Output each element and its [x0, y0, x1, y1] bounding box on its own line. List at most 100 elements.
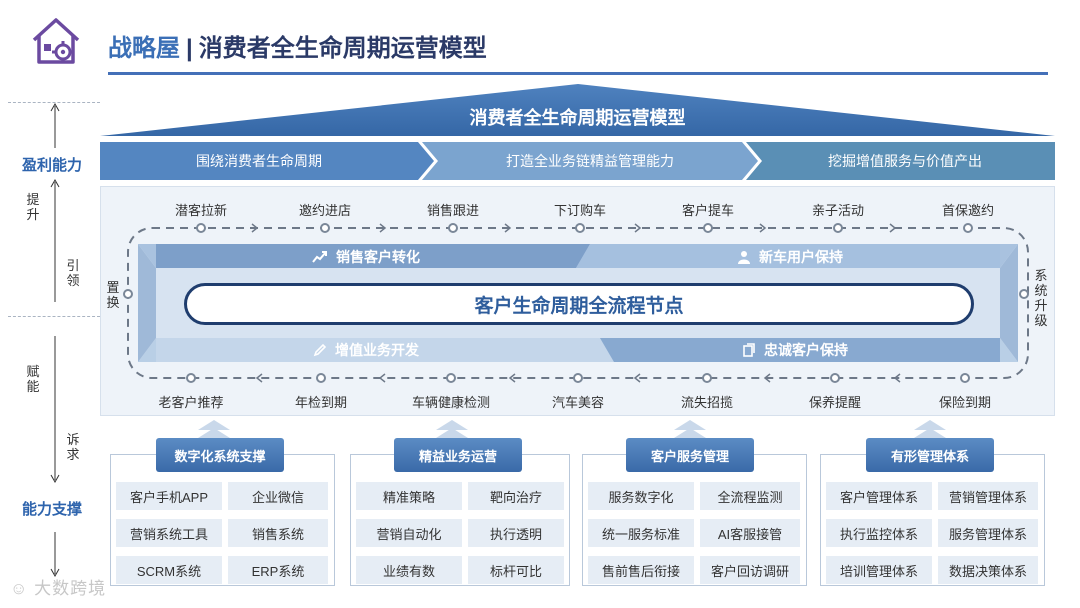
user-icon — [738, 251, 750, 264]
label-enhance: 提升 — [26, 192, 40, 222]
support-item: 客户管理体系 — [826, 482, 932, 510]
title-main: 消费者全生命周期运营模型 — [198, 35, 487, 62]
support-item: ERP系统 — [228, 556, 328, 584]
node-dot — [196, 223, 206, 233]
support-item: 靶向治疗 — [468, 482, 564, 510]
node-dot — [123, 289, 133, 299]
node-label-bottom: 保养提醒 — [808, 395, 862, 410]
strategy-house-icon — [32, 18, 80, 64]
support-item: 营销自动化 — [356, 519, 462, 547]
quadrant-label: 新车用户保持 — [759, 249, 843, 265]
up-triangles-icon — [674, 420, 706, 438]
support-item: 统一服务标准 — [588, 519, 694, 547]
support-title: 精益业务运营 — [394, 438, 522, 472]
node-label-bottom: 车辆健康检测 — [411, 395, 491, 410]
support-item: 执行监控体系 — [826, 519, 932, 547]
node-label-top: 亲子活动 — [811, 203, 865, 218]
chevron-3: 挖掘增值服务与价值产出 — [828, 153, 982, 169]
pencil-icon — [313, 343, 327, 357]
support-title: 客户服务管理 — [626, 438, 754, 472]
support-item: 全流程监测 — [700, 482, 800, 510]
node-label-bottom: 老客户推荐 — [158, 395, 224, 410]
support-item: 服务数字化 — [588, 482, 694, 510]
roof-title: 消费者全生命周期运营模型 — [469, 108, 686, 128]
roof-banner — [100, 84, 1055, 136]
node-label-top: 首保邀约 — [941, 203, 995, 218]
support-item: 营销管理体系 — [938, 482, 1038, 510]
support-item: 精准策略 — [356, 482, 462, 510]
support-item: 业绩有数 — [356, 556, 462, 584]
up-triangles-icon — [436, 420, 468, 438]
center-title: 客户生命周期全流程节点 — [184, 283, 974, 325]
page-title: 战略屋|消费者全生命周期运营模型 — [108, 28, 487, 63]
node-dot — [963, 223, 973, 233]
support-item: 企业微信 — [228, 482, 328, 510]
label-profitability: 盈利能力 — [22, 157, 83, 174]
title-separator: | — [186, 35, 193, 62]
support-title: 有形管理体系 — [866, 438, 994, 472]
node-label-bottom: 年检到期 — [294, 395, 348, 410]
quadrant-loyal-retention: 忠诚客户保持 — [600, 337, 990, 363]
support-item: 数据决策体系 — [938, 556, 1038, 584]
node-label-bottom: 汽车美容 — [551, 395, 605, 410]
support-item: 执行透明 — [468, 519, 564, 547]
node-label-top: 潜客拉新 — [174, 203, 228, 218]
growth-chart-icon — [312, 251, 327, 263]
arrow-down-icon — [50, 336, 60, 484]
chevron-1: 围绕消费者生命周期 — [196, 153, 322, 169]
chevron-2: 打造全业务链精益管理能力 — [506, 153, 674, 169]
node-dot — [1019, 289, 1029, 299]
chevron-band — [100, 142, 1055, 180]
support-item: 培训管理体系 — [826, 556, 932, 584]
node-dot — [186, 373, 196, 383]
node-label-top: 邀约进店 — [298, 203, 352, 218]
label-system-upgrade: 系统升级 — [1034, 268, 1048, 328]
title-accent: 战略屋 — [108, 35, 180, 62]
support-item: 营销系统工具 — [116, 519, 222, 547]
up-triangles-icon — [914, 420, 946, 438]
support-title: 数字化系统支撑 — [156, 438, 284, 472]
support-item: 标杆可比 — [468, 556, 564, 584]
watermark: ☺ 大数跨境 — [10, 574, 106, 599]
node-label-top: 下订购车 — [553, 203, 607, 218]
node-dot — [448, 223, 458, 233]
support-item: AI客服接管 — [700, 519, 800, 547]
node-dot — [316, 373, 326, 383]
arrow-up-icon — [50, 102, 60, 148]
label-empower: 赋能 — [26, 364, 40, 394]
node-dot — [703, 223, 713, 233]
node-dot — [446, 373, 456, 383]
node-dot — [575, 223, 585, 233]
label-demand: 诉求 — [66, 432, 80, 462]
up-triangles-icon — [198, 420, 230, 438]
support-item: 客户手机APP — [116, 482, 222, 510]
label-lead: 引领 — [66, 258, 80, 288]
support-item: 客户回访调研 — [700, 556, 800, 584]
node-dot — [702, 373, 712, 383]
support-item: 服务管理体系 — [938, 519, 1038, 547]
quadrant-sales-conversion: 销售客户转化 — [156, 244, 576, 270]
arrow-down-icon — [50, 532, 60, 578]
node-dot — [833, 223, 843, 233]
quadrant-label: 忠诚客户保持 — [764, 342, 848, 358]
label-capability-support: 能力支撑 — [22, 501, 83, 518]
quadrant-label: 增值业务开发 — [335, 342, 419, 358]
node-label-top: 销售跟进 — [426, 203, 480, 218]
quadrant-new-car-retention: 新车用户保持 — [590, 244, 990, 270]
watermark-logo-icon: ☺ — [10, 579, 29, 598]
header-rule — [108, 72, 1048, 75]
node-dot — [830, 373, 840, 383]
quadrant-value-added: 增值业务开发 — [156, 337, 576, 363]
quadrant-label: 销售客户转化 — [336, 249, 420, 265]
support-item: 销售系统 — [228, 519, 328, 547]
node-dot — [573, 373, 583, 383]
document-icon — [743, 343, 755, 357]
divider-top — [8, 102, 100, 103]
node-dot — [320, 223, 330, 233]
support-item: SCRM系统 — [116, 556, 222, 584]
watermark-text: 大数跨境 — [34, 579, 107, 598]
node-label-bottom: 流失招揽 — [680, 395, 734, 410]
node-label-top: 客户提车 — [681, 203, 735, 218]
arrow-up-icon — [50, 178, 60, 302]
support-item: 售前售后衔接 — [588, 556, 694, 584]
